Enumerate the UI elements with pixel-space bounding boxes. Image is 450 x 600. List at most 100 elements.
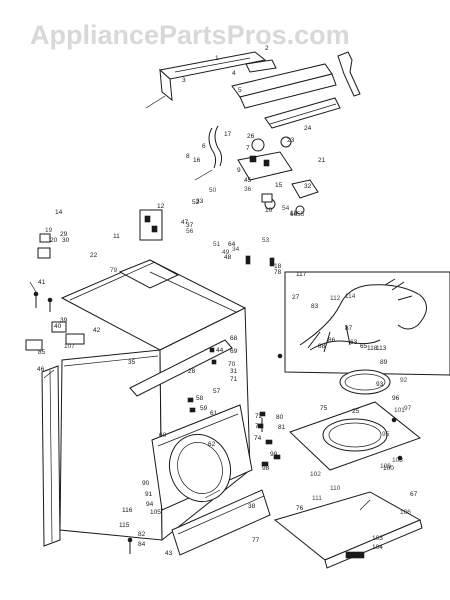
part-callout-76: 76 (296, 505, 304, 512)
part-callout-30: 30 (62, 237, 70, 244)
tub-ring (339, 369, 391, 395)
part-callout-6: 6 (202, 143, 206, 150)
part-callout-24: 24 (304, 125, 312, 132)
part-callout-53: 53 (262, 237, 270, 244)
part-callout-106: 106 (400, 509, 411, 516)
part-callout-32: 32 (304, 183, 312, 190)
part-callout-85: 85 (38, 349, 46, 356)
part-callout-1: 1 (215, 55, 219, 62)
cabinet (59, 259, 251, 542)
part-callout-19: 19 (45, 227, 53, 234)
part-callout-67: 67 (410, 491, 418, 498)
part-callout-45: 45 (244, 177, 252, 184)
part-callout-17: 17 (224, 131, 232, 138)
part-callout-29: 29 (60, 231, 68, 238)
hose-assembly (208, 125, 223, 169)
part-callout-79: 79 (110, 267, 118, 274)
part-callout-49: 49 (222, 249, 230, 256)
part-callout-48: 48 (224, 254, 232, 261)
hinge-hardware (127, 347, 266, 554)
part-callout-61: 61 (210, 410, 218, 417)
part-callout-81: 81 (278, 424, 286, 431)
part-callout-39: 39 (60, 317, 68, 324)
selector-knob-cluster (139, 209, 163, 241)
part-callout-66: 66 (290, 211, 298, 218)
part-callout-37: 37 (186, 222, 194, 229)
bottom-cover (273, 491, 423, 569)
part-callout-78: 78 (274, 269, 282, 276)
part-callout-46: 46 (37, 366, 45, 373)
part-callout-59: 59 (200, 405, 208, 412)
timer-control-assembly (237, 136, 293, 181)
part-callout-109: 109 (380, 463, 391, 470)
control-bracket (264, 97, 341, 129)
wiring-harness-inset (284, 271, 450, 376)
part-callout-64: 64 (228, 241, 236, 248)
part-callout-117: 117 (296, 271, 307, 278)
part-callout-75: 75 (320, 405, 328, 412)
top-rear-panel (231, 59, 337, 109)
part-callout-23: 23 (287, 137, 295, 144)
part-callout-52: 52 (192, 199, 200, 206)
switch-assembly (261, 179, 319, 215)
part-callout-34: 34 (232, 246, 240, 253)
top-cover-panel (158, 51, 267, 102)
mounting-bracket (337, 51, 361, 97)
part-callout-10: 10 (265, 207, 273, 214)
part-callout-63: 63 (350, 339, 358, 346)
part-callout-116: 116 (122, 507, 133, 514)
part-callout-101: 101 (394, 407, 405, 414)
part-callout-96: 96 (392, 395, 400, 402)
part-callout-80: 80 (276, 414, 284, 421)
part-callout-118: 118 (367, 345, 378, 352)
part-callout-89: 89 (380, 359, 388, 366)
part-callout-93: 93 (376, 381, 384, 388)
part-callout-97: 97 (404, 405, 412, 412)
part-callout-77: 77 (252, 537, 260, 544)
part-callout-44: 44 (216, 347, 224, 354)
part-callout-56: 56 (186, 228, 194, 235)
front-frame (129, 339, 233, 397)
part-callout-50: 50 (209, 187, 217, 194)
part-callout-98: 98 (262, 465, 270, 472)
door-opening (169, 433, 231, 503)
part-callout-2: 2 (265, 45, 269, 52)
part-callout-103: 103 (372, 535, 383, 542)
part-callout-95: 95 (382, 431, 390, 438)
part-callout-100: 100 (383, 465, 394, 472)
part-callout-58: 58 (196, 395, 204, 402)
part-callout-25: 25 (352, 408, 360, 415)
part-callout-14: 14 (55, 209, 63, 216)
part-callout-40: 40 (54, 323, 62, 330)
part-callout-87: 87 (345, 325, 353, 332)
part-callout-20: 20 (50, 237, 58, 244)
part-callout-108: 108 (392, 457, 403, 464)
part-callout-99: 99 (270, 451, 278, 458)
part-callout-62: 62 (208, 441, 216, 448)
screw-hardware-right (245, 255, 403, 467)
part-callout-114: 114 (345, 293, 356, 300)
part-callout-54: 54 (282, 205, 290, 212)
part-callout-102: 102 (310, 471, 321, 478)
part-callout-92: 92 (400, 377, 408, 384)
part-callout-91: 91 (145, 491, 153, 498)
part-callout-27: 27 (292, 294, 300, 301)
part-callout-11: 11 (113, 233, 120, 240)
part-callout-7: 7 (246, 145, 250, 152)
part-callout-42: 42 (93, 327, 101, 334)
part-callout-69: 69 (230, 348, 238, 355)
part-callout-104: 104 (372, 544, 383, 551)
part-callout-8: 8 (186, 153, 190, 160)
part-callout-41: 41 (38, 279, 46, 286)
tub-cover-plate (289, 401, 422, 471)
part-callout-65: 65 (360, 343, 368, 350)
part-callout-110: 110 (330, 485, 341, 492)
part-callout-33: 33 (196, 198, 204, 205)
part-callout-72: 72 (255, 413, 263, 420)
part-callout-74: 74 (254, 435, 262, 442)
part-callout-105: 105 (150, 509, 161, 516)
part-callout-16: 16 (193, 157, 201, 164)
part-callout-4: 4 (232, 70, 236, 77)
part-callout-86: 86 (328, 337, 336, 344)
